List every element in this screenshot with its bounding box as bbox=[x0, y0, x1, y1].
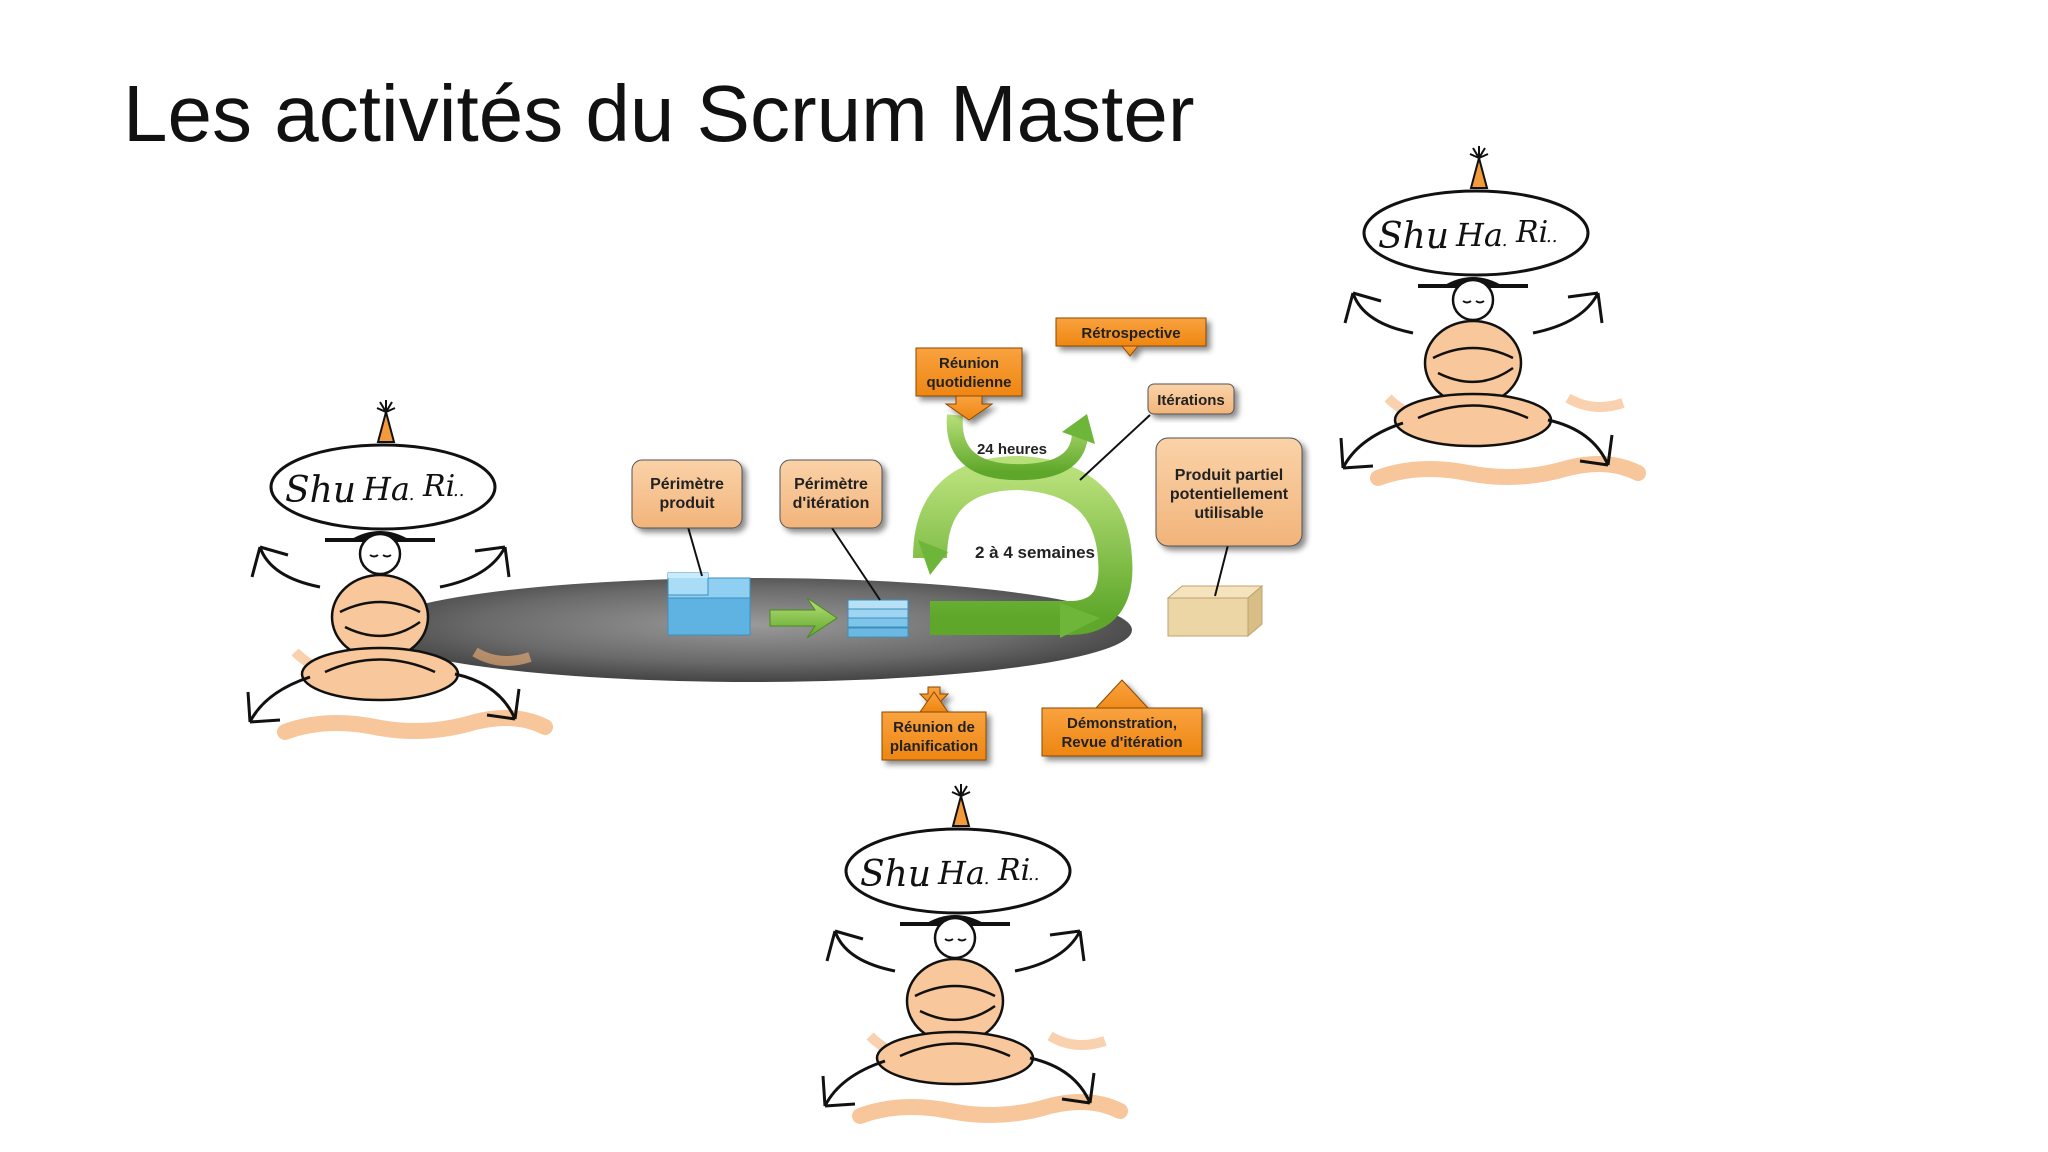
retrospective-callout bbox=[1055, 317, 1207, 357]
perimetre-produit-box bbox=[631, 459, 743, 529]
iterations-label: Itérations bbox=[1157, 392, 1225, 409]
speech-sep: .. bbox=[1028, 864, 1039, 885]
speech-ha: Ha bbox=[1455, 216, 1503, 254]
speech-sep: .. bbox=[403, 484, 414, 505]
demonstration-label-2: Revue d'itération bbox=[1061, 734, 1182, 751]
reunion-quotidienne-label-1: Réunion bbox=[939, 355, 999, 372]
speech-ri: Ri bbox=[997, 853, 1030, 888]
speech-sep: .. bbox=[1496, 230, 1507, 251]
speech-ha: Ha bbox=[937, 854, 985, 892]
demonstration-label-1: Démonstration, bbox=[1067, 715, 1177, 732]
speech-sep: .. bbox=[917, 870, 928, 891]
vingt-quatre-heures-label: 24 heures bbox=[977, 441, 1047, 458]
reunion-planification-callout bbox=[881, 686, 987, 761]
demonstration-callout bbox=[1041, 679, 1203, 757]
produit-partiel-label-3: utilisable bbox=[1194, 505, 1263, 522]
speech-sep: .. bbox=[342, 486, 353, 507]
reunion-planification-label-2: planification bbox=[890, 738, 978, 755]
flow-arrow-icon bbox=[769, 597, 838, 639]
speech-ha: Ha bbox=[362, 470, 410, 508]
speech-sep: .. bbox=[453, 480, 464, 501]
reunion-quotidienne-label-2: quotidienne bbox=[927, 374, 1012, 391]
perimetre-iteration-label-1: Périmètre bbox=[794, 476, 868, 493]
perimetre-iteration-label-2: d'itération bbox=[793, 495, 870, 512]
speech-ri: Ri bbox=[1515, 215, 1548, 250]
retrospective-label: Rétrospective bbox=[1081, 325, 1180, 342]
shu-ha-ri-sage-bottom: Shu .. Ha .. Ri .. bbox=[823, 784, 1120, 1116]
sprint-cycle-arrow-icon bbox=[913, 414, 1133, 638]
shu-ha-ri-sage-left: Shu .. Ha .. Ri .. bbox=[248, 400, 545, 732]
slide-title: Les activités du Scrum Master bbox=[123, 69, 1195, 158]
reunion-quotidienne-callout bbox=[915, 347, 1023, 421]
speech-ri: Ri bbox=[422, 469, 455, 504]
speech-shu: Shu bbox=[1378, 216, 1449, 257]
pointer-lines bbox=[687, 414, 1229, 601]
shu-ha-ri-sage-right: Shu .. Ha .. Ri .. bbox=[1341, 146, 1638, 478]
perimetre-iteration-box bbox=[779, 459, 883, 529]
speech-sep: .. bbox=[1546, 226, 1557, 247]
product-box-icon bbox=[1166, 584, 1264, 638]
product-backlog-stack-icon bbox=[667, 572, 751, 636]
speech-sep: .. bbox=[978, 868, 989, 889]
produit-partiel-box bbox=[1155, 437, 1303, 547]
reunion-planification-label-1: Réunion de bbox=[893, 719, 975, 736]
produit-partiel-label-1: Produit partiel bbox=[1175, 467, 1283, 484]
produit-partiel-label-2: potentiellement bbox=[1170, 486, 1289, 503]
perimetre-produit-label-2: produit bbox=[659, 495, 715, 512]
speech-sep: .. bbox=[1435, 232, 1446, 253]
sprint-backlog-stack-icon bbox=[847, 599, 909, 638]
speech-shu: Shu bbox=[285, 470, 356, 511]
speech-shu: Shu bbox=[860, 854, 931, 895]
deux-a-quatre-semaines-label: 2 à 4 semaines bbox=[975, 543, 1095, 562]
iterations-box bbox=[1147, 383, 1235, 415]
perimetre-produit-label-1: Périmètre bbox=[650, 476, 724, 493]
